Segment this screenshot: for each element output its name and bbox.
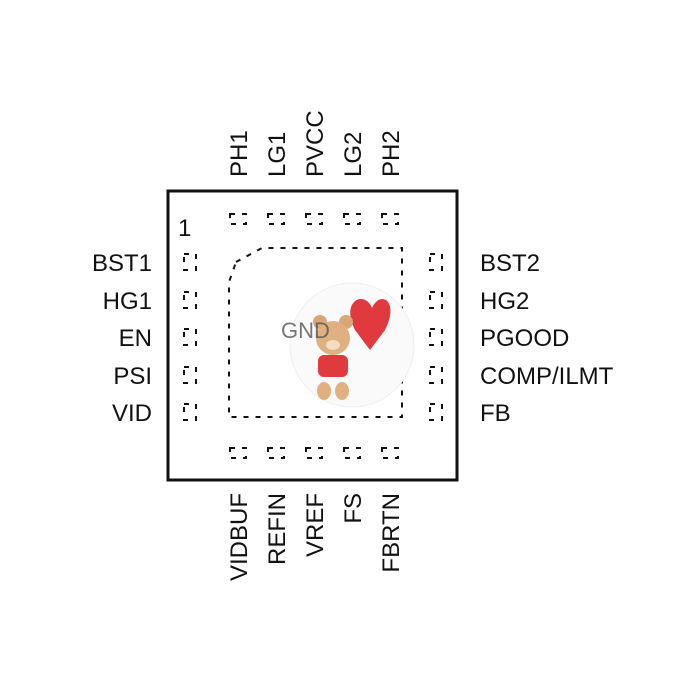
pin-label-right: BST2 — [480, 250, 540, 277]
pin-label-bottom: VREF — [302, 493, 329, 557]
pin-pad — [429, 328, 443, 346]
pin-pad — [229, 213, 247, 225]
pin-label-left: BST1 — [92, 250, 152, 277]
pin-pad — [381, 447, 399, 459]
pin-pad — [183, 253, 197, 271]
pin-pad — [381, 213, 399, 225]
exposed-ground-pad — [228, 247, 403, 418]
pin-label-bottom: VIDBUF — [226, 493, 253, 581]
pin-pad — [267, 447, 285, 459]
pin-pad — [429, 291, 443, 309]
pin-pad — [305, 447, 323, 459]
pin-label-top: PVCC — [302, 110, 329, 177]
pin-label-bottom: REFIN — [264, 493, 291, 565]
pin-label-top: LG2 — [340, 132, 367, 177]
pin-label-right: HG2 — [480, 288, 529, 315]
pin-pad — [429, 403, 443, 421]
pin-label-top: PH2 — [378, 130, 405, 177]
pin-pad — [343, 213, 361, 225]
pin-pad — [183, 328, 197, 346]
pin-label-left: HG1 — [103, 288, 152, 315]
bear-sticker-image: GND — [281, 282, 415, 408]
pin-pad — [183, 366, 197, 384]
pin-label-top: LG1 — [264, 132, 291, 177]
pin-pads — [183, 213, 443, 459]
pin-pad — [305, 213, 323, 225]
pin-pad — [183, 291, 197, 309]
pin-label-left: EN — [119, 325, 152, 352]
pin-label-top: PH1 — [226, 130, 253, 177]
pin-label-bottom: FS — [340, 493, 367, 524]
center-pad-label: GND — [281, 318, 330, 343]
pin-pad — [267, 213, 285, 225]
pin-label-right: FB — [480, 400, 511, 427]
chip-package-outline — [166, 189, 459, 482]
pin-label-right: PGOOD — [480, 325, 569, 352]
pin-pad — [183, 403, 197, 421]
pin-label-left: VID — [112, 400, 152, 427]
pin-pad — [343, 447, 361, 459]
pin-label-bottom: FBRTN — [378, 493, 405, 573]
pin-label-right: COMP/ILMT — [480, 363, 614, 390]
pin1-marker: 1 — [178, 215, 191, 242]
pin-pad — [429, 253, 443, 271]
pin-label-left: PSI — [113, 363, 152, 390]
pin-pad — [229, 447, 247, 459]
pin-pad — [429, 366, 443, 384]
